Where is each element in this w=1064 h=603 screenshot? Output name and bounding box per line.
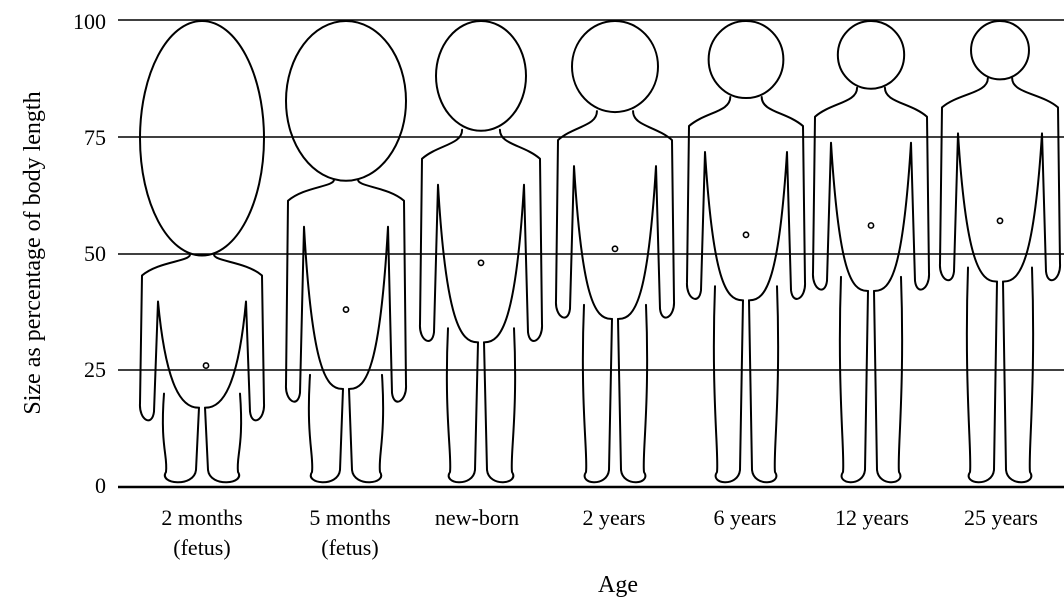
figure-torso bbox=[813, 88, 929, 291]
y-tick-50: 50 bbox=[84, 241, 106, 266]
figure-7 bbox=[940, 21, 1060, 482]
x-axis-title: Age bbox=[598, 572, 638, 598]
age-label-2-months-sub: (fetus) bbox=[173, 535, 230, 560]
y-axis-title: Size as percentage of body length bbox=[20, 91, 46, 414]
y-tick-100: 100 bbox=[73, 9, 106, 34]
figure-torso bbox=[420, 130, 542, 342]
figure-head bbox=[140, 21, 264, 256]
y-tick-25: 25 bbox=[84, 357, 106, 382]
y-tick-75: 75 bbox=[84, 125, 106, 150]
age-label-5-months: 5 months bbox=[309, 505, 390, 530]
figure-navel bbox=[343, 307, 348, 312]
age-label-6-years: 6 years bbox=[714, 505, 777, 530]
figure-6 bbox=[813, 21, 929, 482]
figure-navel bbox=[203, 363, 208, 368]
age-label-12-years: 12 years bbox=[835, 505, 909, 530]
age-label-2-months: 2 months bbox=[161, 505, 242, 530]
figure-navel bbox=[478, 260, 483, 265]
figure-3 bbox=[420, 21, 542, 482]
figure-torso bbox=[940, 78, 1060, 281]
figure-head bbox=[838, 21, 904, 89]
figure-legs bbox=[967, 268, 1033, 483]
figure-torso bbox=[140, 255, 264, 421]
age-label-2-years: 2 years bbox=[583, 505, 646, 530]
human-figures bbox=[140, 21, 1060, 482]
figure-navel bbox=[743, 232, 748, 237]
figure-5 bbox=[687, 21, 805, 482]
figure-torso bbox=[556, 111, 674, 319]
figure-torso bbox=[286, 180, 406, 402]
figure-legs bbox=[583, 305, 647, 482]
figure-4 bbox=[556, 21, 674, 482]
age-label-new-born: new-born bbox=[435, 505, 519, 530]
age-label-5-months-sub: (fetus) bbox=[321, 535, 378, 560]
figure-legs bbox=[447, 328, 515, 482]
figure-1 bbox=[140, 21, 264, 482]
figure-head bbox=[709, 21, 784, 98]
figure-2 bbox=[286, 21, 406, 482]
figure-head bbox=[572, 21, 658, 112]
figure-legs bbox=[840, 277, 902, 482]
figure-head bbox=[436, 21, 526, 131]
figure-legs bbox=[714, 286, 778, 482]
figure-navel bbox=[868, 223, 873, 228]
figure-navel bbox=[997, 218, 1002, 223]
y-tick-0: 0 bbox=[95, 473, 106, 498]
figure-legs bbox=[163, 394, 241, 483]
age-label-25-years: 25 years bbox=[964, 505, 1038, 530]
age-labels: 2 months (fetus) 5 months (fetus) new-bo… bbox=[161, 505, 1038, 560]
figure-torso bbox=[687, 97, 805, 300]
figure-legs bbox=[309, 375, 383, 482]
figure-navel bbox=[612, 246, 617, 251]
figure-head bbox=[286, 21, 406, 181]
figure-head bbox=[971, 21, 1029, 79]
